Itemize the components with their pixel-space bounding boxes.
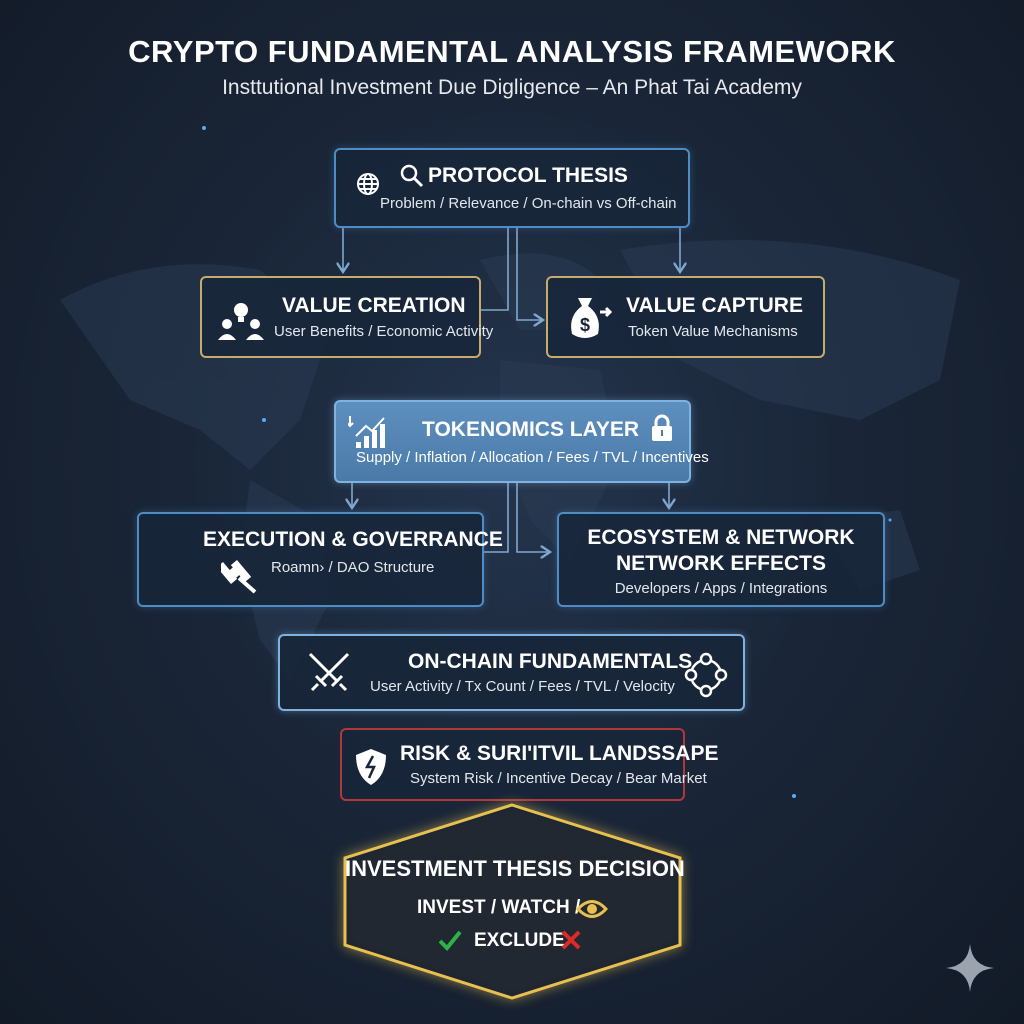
node-subtitle: Problem / Relevance / On-chain vs Off-ch…	[380, 195, 677, 212]
node-title: TOKENOMICS LAYER	[422, 418, 640, 441]
search-icon	[400, 164, 424, 188]
node-subtitle: User Benefits / Economic Activity	[274, 323, 494, 340]
risk-landscape-node: RISK & SURI'ITVIL LANDSSAPE System Risk …	[340, 728, 718, 801]
gavel-icon	[221, 560, 257, 594]
network-nodes-icon	[684, 652, 728, 698]
crossed-swords-icon	[308, 652, 350, 692]
node-title: VALUE CAPTURE	[626, 294, 803, 317]
protocol-thesis-node: PROTOCOL THESIS Problem / Relevance / On…	[334, 148, 690, 228]
node-title: ECOSYSTEM & NETWORK	[587, 526, 855, 549]
value-creation-node: VALUE CREATION User Benefits / Economic …	[200, 276, 493, 358]
node-subtitle: Roamn› / DAO Structure	[271, 559, 435, 576]
lock-icon	[652, 414, 672, 441]
check-icon	[438, 930, 462, 951]
node-title-line2: NETWORK EFFECTS	[616, 552, 826, 575]
node-title: PROTOCOL THESIS	[428, 164, 628, 187]
page-title: CRYPTO FUNDAMENTAL ANALYSIS FRAMEWORK	[128, 34, 896, 69]
money-bag-icon: $	[571, 298, 613, 338]
eye-icon	[576, 900, 608, 918]
cross-icon	[561, 930, 581, 950]
node-subtitle: Token Value Mechanisms	[628, 323, 798, 340]
execution-governance-node: EXECUTION & GOVERRANCE Roamn› / DAO Stru…	[137, 512, 503, 607]
decision-options-line1: INVEST / WATCH /	[417, 897, 581, 918]
shield-broken-icon	[356, 749, 386, 785]
node-subtitle: Developers / Apps / Integrations	[614, 580, 828, 597]
node-subtitle: System Risk / Incentive Decay / Bear Mar…	[410, 770, 707, 787]
users-lightbulb-icon	[218, 303, 264, 340]
value-capture-node: $ VALUE CAPTURE Token Value Mechanisms	[546, 276, 825, 358]
svg-text:$: $	[580, 315, 590, 335]
node-title: EXECUTION & GOVERRANCE	[203, 528, 503, 551]
node-subtitle: User Activity / Tx Count / Fees / TVL / …	[370, 678, 675, 695]
node-title: ON-CHAIN FUNDAMENTALS	[408, 650, 693, 673]
decision-title: INVESTMENT THESIS DECISION	[345, 856, 685, 881]
node-title: RISK & SURI'ITVIL LANDSSAPE	[400, 742, 719, 765]
growth-chart-icon	[348, 416, 385, 448]
on-chain-fundamentals-node: ON-CHAIN FUNDAMENTALS User Activity / Tx…	[278, 634, 745, 711]
decision-options-line2: EXCLUDE	[474, 930, 565, 951]
tokenomics-layer-node: TOKENOMICS LAYER Supply / Inflation / Al…	[334, 400, 709, 483]
sparkle-icon	[946, 944, 994, 992]
ecosystem-network-node: ECOSYSTEM & NETWORK NETWORK EFFECTS Deve…	[557, 512, 885, 607]
globe-icon	[357, 173, 379, 195]
node-subtitle: Supply / Inflation / Allocation / Fees /…	[356, 449, 709, 466]
page-subtitle: Insttutional Investment Due Digligence –…	[222, 76, 802, 99]
node-title: VALUE CREATION	[282, 294, 466, 317]
